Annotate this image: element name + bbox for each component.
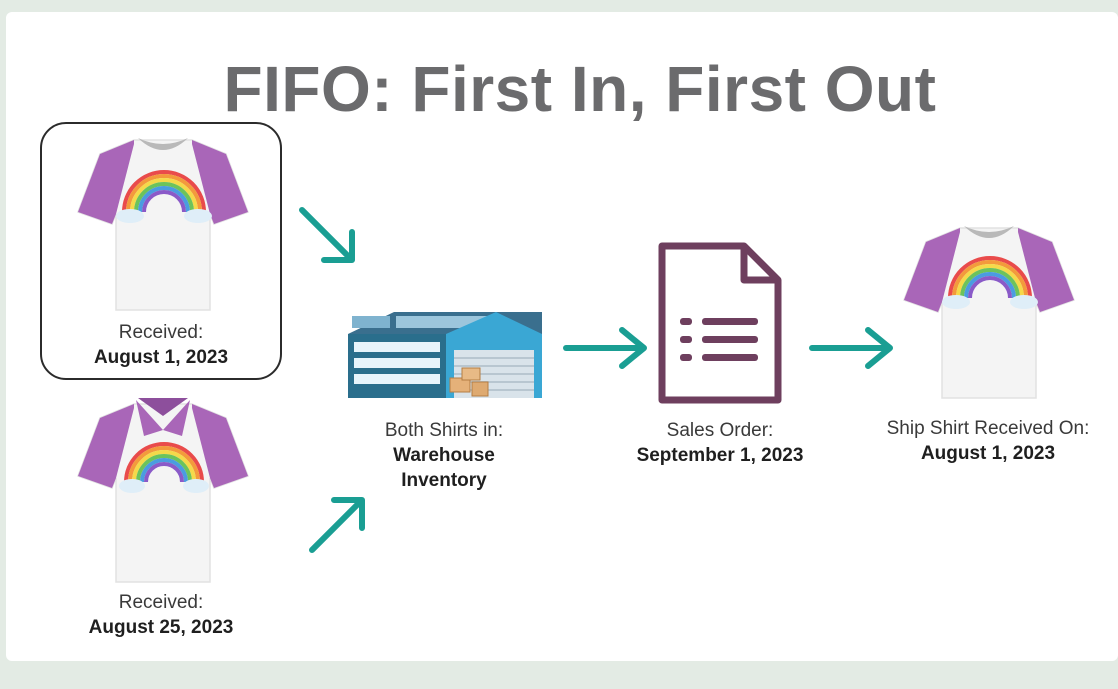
tshirt-icon [903,226,1075,399]
arrow-icon [299,207,355,263]
shirt-top-date: August 1, 2023 [93,347,229,368]
shirt-bottom-caption: Received: [118,592,204,613]
sales-order-caption: Sales Order: [666,420,774,441]
tshirt-icon [77,138,249,311]
document-icon [658,242,782,404]
arrow-icon [309,497,365,553]
sales-order-label: Sales Order: September 1, 2023 [600,418,840,468]
highlight-box [40,122,282,380]
arrow-icon [563,327,647,369]
page-title: FIFO: First In, First Out [223,53,937,125]
ship-caption: Ship Shirt Received On: [886,418,1090,439]
sales-order-date: September 1, 2023 [636,445,804,466]
warehouse-icon [348,312,542,398]
polo-shirt-icon [77,398,249,583]
shirt-top-caption: Received: [118,322,204,343]
arrow-icon [809,327,893,369]
shirt-top-label: Received: August 1, 2023 [40,320,282,370]
warehouse-line2: Inventory [401,470,487,491]
ship-label: Ship Shirt Received On: August 1, 2023 [860,416,1116,466]
shirt-bottom-date: August 25, 2023 [88,617,234,638]
shirt-bottom-label: Received: August 25, 2023 [40,590,282,640]
warehouse-caption: Both Shirts in: [384,420,504,441]
warehouse-label: Both Shirts in: Warehouse Inventory [334,418,554,493]
warehouse-line1: Warehouse [393,445,495,466]
ship-date: August 1, 2023 [920,443,1056,464]
